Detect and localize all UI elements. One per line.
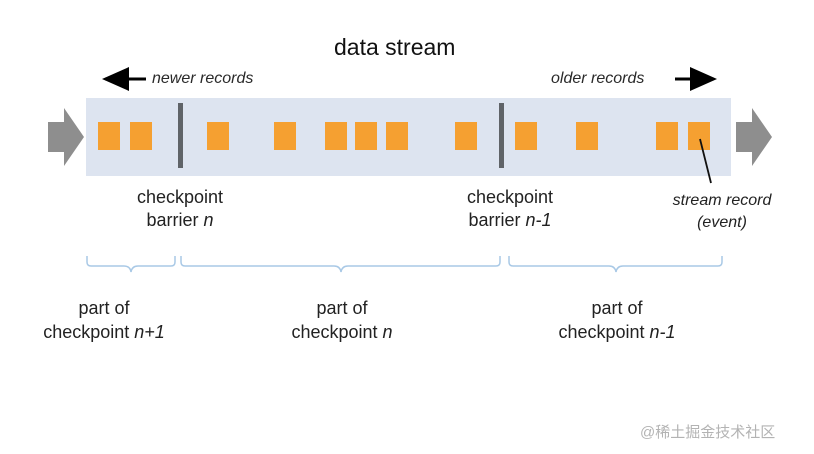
barrier-n-number: n	[203, 210, 214, 230]
stream-band	[86, 98, 731, 176]
barrier-n-line-2: barrier n	[120, 209, 240, 232]
part-n-plus-1-prefix: checkpoint	[43, 322, 135, 342]
stream-record	[656, 122, 678, 150]
part-checkpoint-n-minus-1-label: part of checkpoint n-1	[527, 296, 707, 344]
part-n-plus-1-number: n+1	[134, 322, 165, 342]
part-n-prefix: checkpoint	[291, 322, 383, 342]
brace-checkpoint-n-plus-1	[86, 256, 176, 273]
part-n-number: n	[382, 322, 393, 342]
barrier-n-minus-1-label: checkpoint barrier n-1	[448, 186, 572, 232]
barrier-n-label: checkpoint barrier n	[120, 186, 240, 232]
stream-record	[455, 122, 477, 150]
stream-record-line-2: (event)	[697, 214, 747, 231]
stream-record	[515, 122, 537, 150]
part-n-minus-1-number: n-1	[649, 322, 676, 342]
brace-checkpoint-n	[180, 256, 501, 273]
record-callout-line	[699, 138, 712, 184]
diagram-title: data stream	[334, 34, 456, 60]
part-n-plus-1-line-2: checkpoint n+1	[14, 320, 194, 344]
stream-record	[386, 122, 408, 150]
newer-records-label: newer records	[152, 70, 254, 87]
part-n-minus-1-prefix: checkpoint	[558, 322, 650, 342]
barrier-n-line-1: checkpoint	[136, 187, 224, 207]
brace-checkpoint-n-minus-1	[508, 256, 723, 273]
barrier-n-minus-1-number: n-1	[525, 210, 552, 230]
barrier-n-minus-1-line-2: barrier n-1	[448, 209, 572, 232]
stream-record	[355, 122, 377, 150]
part-n-line-2: checkpoint n	[252, 320, 432, 344]
part-n-line-1: part of	[316, 298, 368, 318]
right-flow-arrow-icon	[736, 108, 772, 166]
barrier-n-line	[178, 103, 183, 168]
stream-record-highlighted	[688, 122, 710, 150]
part-n-minus-1-line-2: checkpoint n-1	[527, 320, 707, 344]
stream-record-label: stream record (event)	[656, 190, 788, 234]
barrier-n-prefix: barrier	[146, 210, 204, 230]
older-records-label: older records	[551, 70, 645, 87]
stream-record	[576, 122, 598, 150]
barrier-n-minus-1-prefix: barrier	[468, 210, 526, 230]
stream-record	[130, 122, 152, 150]
part-checkpoint-n-label: part of checkpoint n	[252, 296, 432, 344]
stream-record	[325, 122, 347, 150]
barrier-n-minus-1-line-1: checkpoint	[466, 187, 554, 207]
stream-record-line-1: stream record	[672, 192, 772, 209]
part-n-plus-1-line-1: part of	[78, 298, 130, 318]
part-checkpoint-n-plus-1-label: part of checkpoint n+1	[14, 296, 194, 344]
stream-record	[98, 122, 120, 150]
barrier-n-minus-1-line	[499, 103, 504, 168]
stream-record	[207, 122, 229, 150]
part-n-minus-1-line-1: part of	[591, 298, 643, 318]
stream-record	[274, 122, 296, 150]
watermark-text: @稀土掘金技术社区	[640, 424, 776, 441]
left-flow-arrow-icon	[48, 108, 84, 166]
